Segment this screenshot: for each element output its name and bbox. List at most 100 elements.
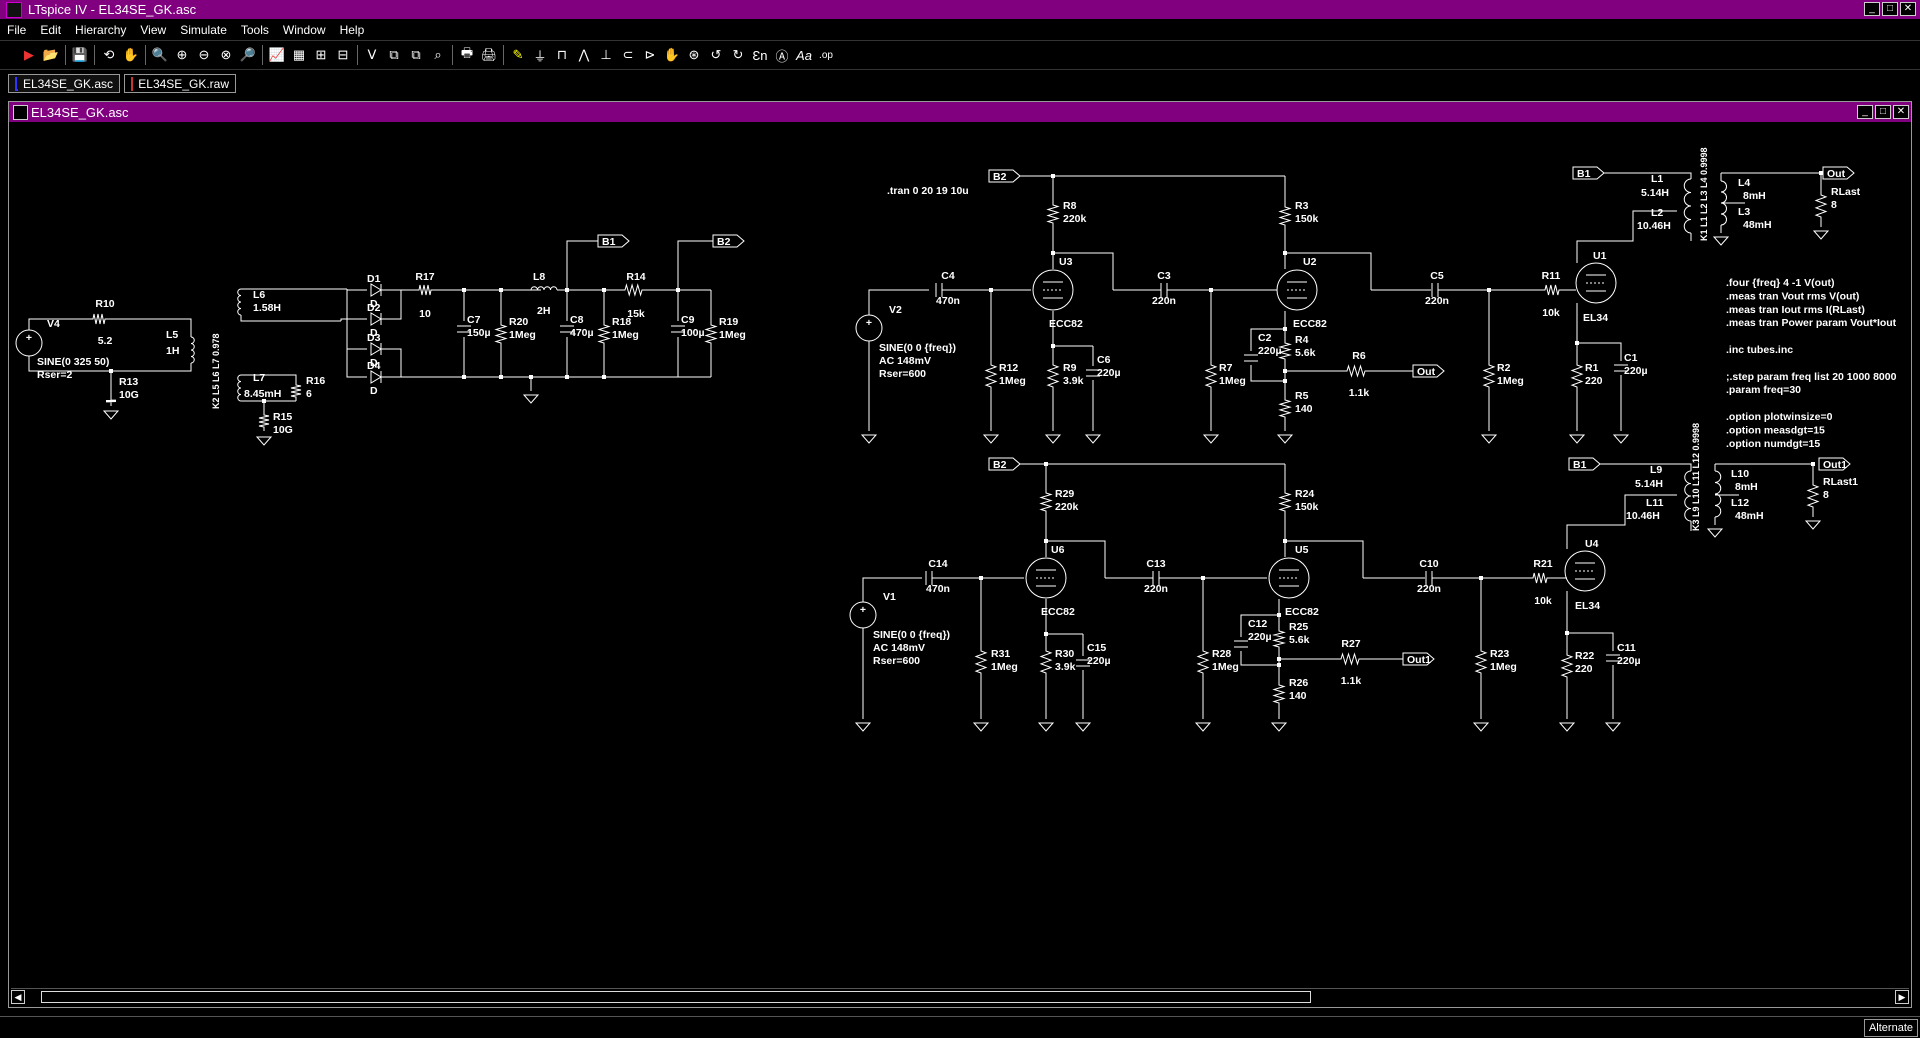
- save-icon[interactable]: 💾: [71, 47, 89, 62]
- horizontal-scrollbar[interactable]: ◀ ▶: [11, 988, 1909, 1006]
- print-icon[interactable]: 🖨: [480, 47, 498, 62]
- maximize-button[interactable]: □: [1875, 105, 1891, 119]
- ltspice-app-icon[interactable]: [6, 1, 22, 18]
- open-icon[interactable]: 📂: [42, 47, 60, 62]
- tube-label: U5: [1295, 544, 1309, 556]
- ground-icon[interactable]: ⏚: [533, 48, 547, 64]
- resistor-value: 8: [1831, 199, 1837, 211]
- menu-help[interactable]: Help: [339, 22, 365, 37]
- duplicate-icon[interactable]: Ⓐ: [775, 48, 789, 64]
- tab-schematic[interactable]: EL34SE_GK.asc: [8, 74, 120, 93]
- print-preview-icon[interactable]: 🖶: [460, 45, 474, 60]
- menu-simulate[interactable]: Simulate: [180, 22, 227, 37]
- spice-directive: .option measdgt=15: [1726, 424, 1825, 436]
- menu-edit[interactable]: Edit: [40, 22, 62, 37]
- scroll-right-icon[interactable]: ▶: [1895, 990, 1909, 1004]
- close-button[interactable]: ✕: [1893, 105, 1909, 119]
- spice-directive: .meas tran Iout rms I(RLast): [1726, 304, 1865, 316]
- menu-view[interactable]: View: [140, 22, 167, 37]
- resistor-label: R20: [509, 316, 528, 328]
- resistor-value: 1Meg: [999, 375, 1026, 387]
- close-button[interactable]: ✕: [1900, 2, 1916, 16]
- net-label-flag: [1402, 652, 1435, 666]
- tube-type: ECC82: [1049, 318, 1083, 330]
- zoom-area-icon[interactable]: 🔍: [151, 47, 169, 62]
- minimize-button[interactable]: _: [1864, 2, 1880, 16]
- tab-waveform[interactable]: EL34SE_GK.raw: [124, 74, 236, 93]
- resistor-label: R15: [273, 411, 292, 423]
- menu-file[interactable]: File: [7, 22, 27, 37]
- zoom-in-icon[interactable]: ⊕: [176, 47, 188, 62]
- zoom-fit-icon[interactable]: ⊗: [220, 47, 232, 62]
- tube-label: U2: [1303, 256, 1317, 268]
- resistor-value: 220: [1585, 375, 1603, 387]
- capacitor-label: C7: [467, 314, 481, 326]
- copy-icon[interactable]: ⧉: [389, 47, 399, 62]
- resistor-label: R31: [991, 648, 1010, 660]
- junction-dot: [1277, 657, 1281, 661]
- source-value: AC 148mV: [879, 355, 931, 367]
- inductor-value: 8mH: [1743, 190, 1766, 202]
- resistor-label: R14: [626, 271, 645, 283]
- text-icon[interactable]: Aa: [796, 47, 812, 63]
- inductor-icon[interactable]: ⊂: [622, 47, 634, 62]
- draw-wire-icon[interactable]: ✎: [512, 47, 524, 62]
- wire: [89, 313, 109, 325]
- maximize-button[interactable]: □: [1882, 2, 1898, 16]
- menu-window[interactable]: Window: [282, 22, 326, 37]
- scroll-left-icon[interactable]: ◀: [11, 990, 25, 1004]
- tube-type: ECC82: [1285, 606, 1319, 618]
- grid-icon[interactable]: ▦: [292, 47, 306, 62]
- ground-icon: [1044, 434, 1062, 444]
- net-label-flag: [988, 169, 1021, 183]
- zoom-full-icon[interactable]: 🔎: [239, 47, 257, 62]
- source-value: SINE(0 0 {freq}): [879, 342, 956, 354]
- resistor-value: 220: [1575, 663, 1593, 675]
- delete-icon[interactable]: Ɛn: [752, 47, 768, 63]
- menu-hierarchy[interactable]: Hierarchy: [75, 22, 127, 37]
- undo-label-icon[interactable]: ᐯ: [367, 47, 377, 62]
- tile-horizontal-icon[interactable]: ⊞: [315, 47, 327, 62]
- inductor-coil: [1684, 470, 1692, 522]
- mirror-icon[interactable]: ↻: [732, 47, 744, 62]
- spice-directive-icon[interactable]: .op: [819, 49, 833, 61]
- tile-vertical-icon[interactable]: ⊟: [337, 47, 349, 62]
- minimize-button[interactable]: _: [1857, 105, 1873, 119]
- wire: [1052, 227, 1114, 290]
- scrollbar-thumb[interactable]: [41, 991, 1311, 1003]
- capacitor-value: 220n: [1425, 295, 1449, 307]
- menu-tools[interactable]: Tools: [240, 22, 269, 37]
- rotate-icon[interactable]: ↺: [710, 47, 722, 62]
- ground-icon: [1812, 230, 1830, 240]
- diode-icon[interactable]: ⊳: [644, 47, 656, 62]
- tube-label: U4: [1585, 538, 1599, 550]
- pan-icon[interactable]: ✋: [122, 47, 140, 62]
- autorange-icon[interactable]: 📈: [268, 47, 286, 62]
- resistor-label: R19: [719, 316, 738, 328]
- schematic-icon[interactable]: [13, 105, 28, 120]
- paste-icon[interactable]: ⧉: [411, 47, 421, 62]
- move-icon[interactable]: ⊛: [688, 47, 700, 62]
- net-label: B1: [1573, 459, 1587, 471]
- ground-icon: [1558, 722, 1576, 732]
- inductor-value: 1.58H: [253, 302, 281, 314]
- ground-icon: [1276, 434, 1294, 444]
- diode-label: D1: [367, 273, 381, 285]
- resistor-value: 1Meg: [1490, 661, 1517, 673]
- wire: [258, 411, 270, 431]
- resistor-label: R9: [1063, 362, 1077, 374]
- run-icon[interactable]: ▶: [24, 47, 34, 62]
- wire: [109, 318, 192, 337]
- capacitor-value: 470µ: [570, 327, 594, 339]
- label-net-icon[interactable]: ⊓: [556, 47, 568, 62]
- zoom-out-icon[interactable]: ⊖: [198, 47, 210, 62]
- component-icon[interactable]: ✋: [663, 47, 681, 62]
- wire: [340, 318, 367, 321]
- resistor-icon[interactable]: ⋀: [578, 47, 590, 62]
- inductor-coil: [530, 286, 558, 291]
- find-icon[interactable]: ⌕: [434, 47, 442, 62]
- halt-icon[interactable]: ⟲: [103, 47, 115, 62]
- capacitor-icon[interactable]: ⊥: [600, 47, 612, 62]
- resistor-label: R6: [1352, 350, 1366, 362]
